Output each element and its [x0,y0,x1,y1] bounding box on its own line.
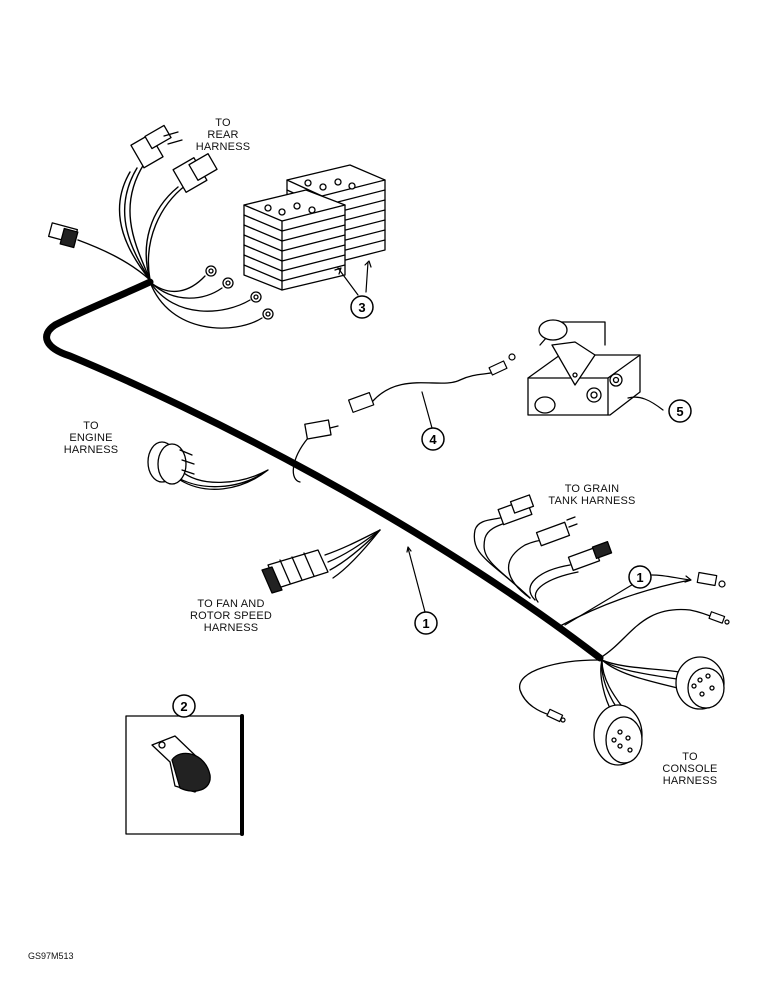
valve-leader [627,396,664,411]
console-connector-left [593,704,643,766]
relay-stack [243,164,386,291]
label-line: ROTOR SPEED [189,610,273,622]
clamp [151,735,211,793]
grain-wires [473,517,579,603]
console-connector-right [675,656,725,710]
ring-terminal-wires [149,275,263,329]
relay-leaders [334,260,372,296]
plug-wire [77,239,151,281]
ring-terminals [205,265,274,320]
console-small-lead [546,708,566,723]
callout-harness-main: 1 [422,616,429,631]
lead-leader [421,391,433,429]
label-line: TO FAN AND [197,598,265,610]
label-engine-harness: TO ENGINE HARNESS [56,420,126,456]
callout-leaders [406,546,692,626]
right-branch-connectors [696,571,730,625]
label-line: HARNESS [203,622,259,634]
engine-connector [147,441,195,485]
small-plug [47,222,79,249]
figure-code: GS97M513 [28,951,74,961]
main-harness-trunk [43,278,604,662]
grain-connector-1 [497,494,535,526]
label-line: TO GRAIN [564,483,620,495]
label-line: TO [215,117,231,129]
grain-connector-2 [535,516,578,547]
rear-connector-lower [172,153,218,193]
callout-valve: 5 [676,404,683,419]
sensor-connector [304,419,339,440]
sensor-wire [292,437,309,483]
grain-connector-3 [567,540,613,572]
label-line: REAR [207,129,239,141]
valve-body [527,319,641,416]
callout-harness-branch: 1 [636,570,643,585]
label-console-harness: TO CONSOLE HARNESS [650,751,730,787]
callout-relays: 3 [358,300,365,315]
callout-clamp: 2 [180,699,187,714]
label-line: TO [83,420,99,432]
fan-connector [261,549,329,594]
label-rear-harness: TO REAR HARNESS [188,117,258,153]
rear-connector-upper [130,124,183,169]
fan-wires [324,529,381,579]
label-line: HARNESS [662,775,718,787]
label-line: CONSOLE [662,763,718,775]
engine-wires [174,469,269,490]
rear-harness-wires [118,163,187,281]
lead-wire [371,371,496,403]
label-line: HARNESS [195,141,251,153]
label-line: ENGINE [69,432,113,444]
console-wires [519,659,686,716]
label-line: TANK HARNESS [548,495,636,507]
callout-lead: 4 [429,432,437,447]
callout-circles [172,295,692,718]
right-branch-wires [559,579,716,659]
lead-connectors [348,353,516,413]
label-grain-tank-harness: TO GRAIN TANK HARNESS [542,483,642,507]
label-line: TO [682,751,698,763]
label-line: HARNESS [63,444,119,456]
label-fan-rotor-harness: TO FAN AND ROTOR SPEED HARNESS [184,598,278,634]
